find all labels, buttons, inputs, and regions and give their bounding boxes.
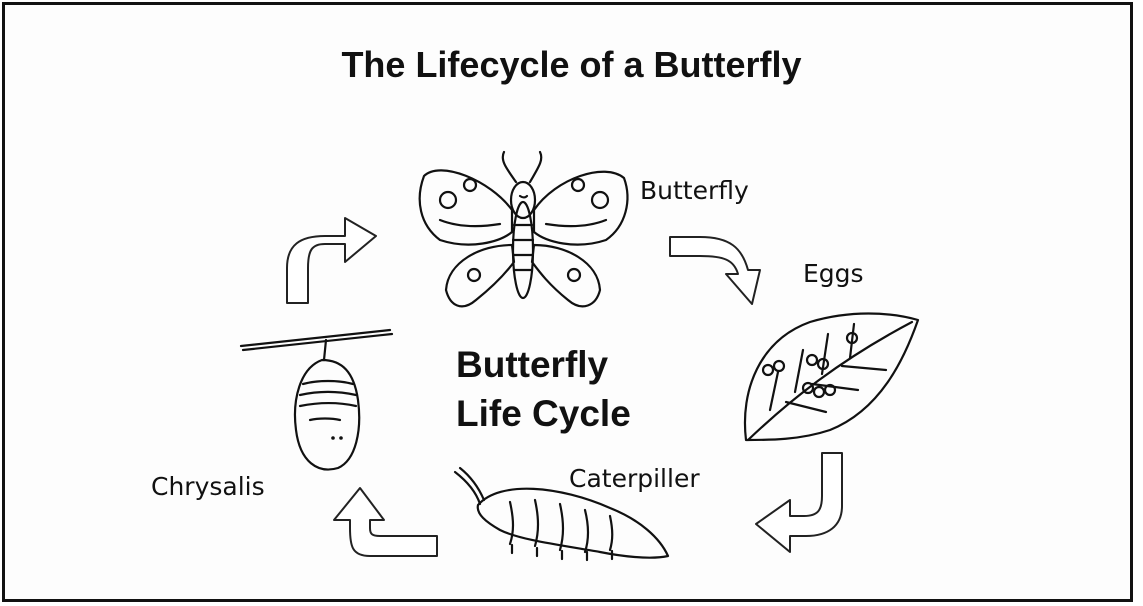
diagram-title: The Lifecycle of a Butterfly [0, 44, 1143, 86]
stage-label-eggs: Eggs [803, 259, 864, 288]
leaf-with-eggs-icon [745, 314, 918, 441]
stage-label-butterfly: Butterfly [640, 176, 749, 205]
stage-label-caterpillar: Caterpiller [569, 464, 700, 493]
arrow-chrysalis-to-butterfly [287, 218, 376, 303]
chrysalis-icon [241, 330, 392, 469]
stage-label-chrysalis: Chrysalis [151, 472, 265, 501]
arrow-butterfly-to-eggs [670, 237, 760, 304]
center-label-line2: Life Cycle [456, 393, 631, 435]
arrow-eggs-to-caterpillar [756, 453, 842, 552]
butterfly-icon [420, 152, 628, 306]
arrow-caterpillar-to-chrysalis [334, 488, 437, 556]
center-label-line1: Butterfly [456, 344, 608, 386]
